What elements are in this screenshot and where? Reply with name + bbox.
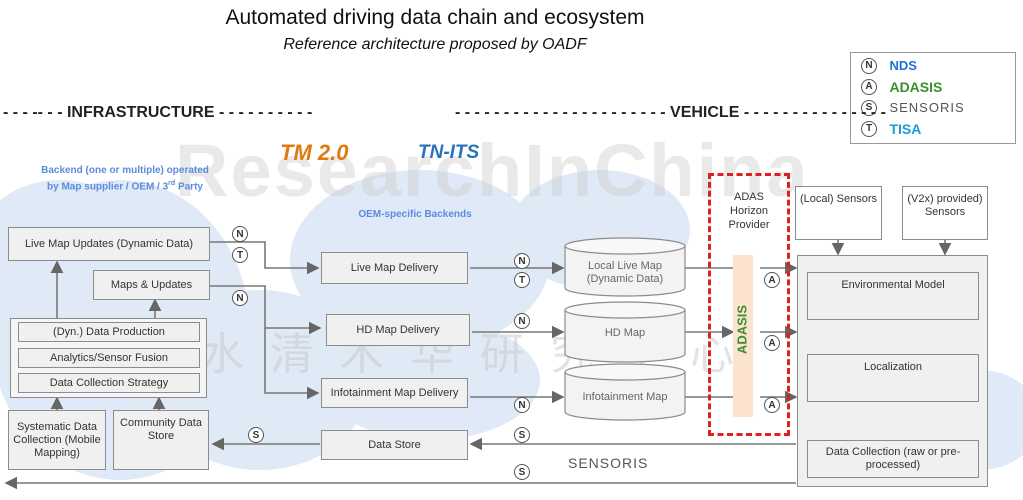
adas-horizon-bar <box>733 255 753 417</box>
adasis-connector-icon: A <box>764 272 780 288</box>
adasis-connector-icon: A <box>764 335 780 351</box>
legend-row-nds: N NDS <box>861 57 917 75</box>
collection-strategy-box: Data Collection Strategy <box>18 373 200 393</box>
legend-s-circle: S <box>861 99 877 116</box>
tm2-logo: TM 2.0 <box>280 140 349 165</box>
hd-map-delivery-box: HD Map Delivery <box>326 314 470 346</box>
hd-map-store-label: HD Map <box>604 327 646 339</box>
page-title: Automated driving data chain and ecosyst… <box>225 6 645 29</box>
live-map-delivery-box: Live Map Delivery <box>321 252 468 284</box>
legend-row-sensoris: S SENSORIS <box>861 99 965 117</box>
live-map-updates-box: Live Map Updates (Dynamic Data) <box>8 227 210 261</box>
maps-updates-box: Maps & Updates <box>93 270 210 300</box>
nds-connector-icon: N <box>232 226 248 242</box>
community-store-box: Community Data Store <box>113 410 209 470</box>
tisa-connector-icon: T <box>232 247 248 263</box>
adasis-logo: ADASIS <box>889 78 943 95</box>
sensoris-connector-icon: S <box>514 427 530 443</box>
analytics-fusion-box: Analytics/Sensor Fusion <box>18 348 200 368</box>
legend-t-circle: T <box>861 120 877 137</box>
data-store-box: Data Store <box>321 430 468 460</box>
systematic-collection-box: Systematic Data Collection (Mobile Mappi… <box>8 410 106 470</box>
map-store-cylinders <box>564 237 686 421</box>
nds-connector-icon: N <box>514 253 530 269</box>
nds-logo: NDS <box>889 58 917 74</box>
adas-horizon-provider-frame <box>708 173 790 436</box>
infotainment-delivery-box: Infotainment Map Delivery <box>321 378 468 408</box>
nds-connector-icon: N <box>232 290 248 306</box>
nds-connector-icon: N <box>514 397 530 413</box>
legend-row-adasis: A ADASIS <box>861 78 942 96</box>
v2x-sensors-box: (V2x) provided) Sensors <box>902 186 988 240</box>
sensoris-flow-logo: SENSORIS <box>568 455 649 471</box>
local-sensors-box: (Local) Sensors <box>795 186 882 240</box>
legend-n-circle: N <box>861 57 877 74</box>
local-live-map-label: Local Live Map (Dynamic Data) <box>586 260 664 285</box>
adasis-connector-icon: A <box>764 397 780 413</box>
legend-row-tisa: T TISA <box>861 120 921 138</box>
legend-a-circle: A <box>861 78 877 95</box>
sensoris-logo: SENSORIS <box>889 100 965 116</box>
page-subtitle: Reference architecture proposed by OADF <box>283 36 587 53</box>
infotainment-map-store-label: Infotainment Map <box>582 391 668 403</box>
vehicle-header: - - - - - - - - - - - - - - - - - - - - … <box>455 104 886 121</box>
environmental-model-box: Environmental Model <box>807 272 979 320</box>
backend-note: Backend (one or multiple) operated by Ma… <box>41 165 209 193</box>
sensoris-connector-icon: S <box>514 464 530 480</box>
adasis-vertical-logo: ADASIS <box>734 304 750 355</box>
watermark-text: ResearchInChina <box>175 129 810 212</box>
oem-backends-note: OEM-specific Backends <box>358 209 472 220</box>
legend-box: N NDS A ADASIS S SENSORIS T TISA <box>850 52 1016 144</box>
infrastructure-header: - - - -- - - INFRASTRUCTURE - - - - - - … <box>3 104 313 121</box>
dyn-data-production-box: (Dyn.) Data Production <box>18 322 200 342</box>
adas-horizon-provider-label: ADAS Horizon Provider <box>728 191 770 231</box>
data-collection-box: Data Collection (raw or pre-processed) <box>807 440 979 478</box>
nds-connector-icon: N <box>514 313 530 329</box>
tisa-logo: TISA <box>889 120 922 137</box>
tnits-logo: TN-ITS <box>418 142 480 163</box>
tisa-connector-icon: T <box>514 272 530 288</box>
localization-box: Localization <box>807 354 979 402</box>
sensoris-connector-icon: S <box>248 427 264 443</box>
